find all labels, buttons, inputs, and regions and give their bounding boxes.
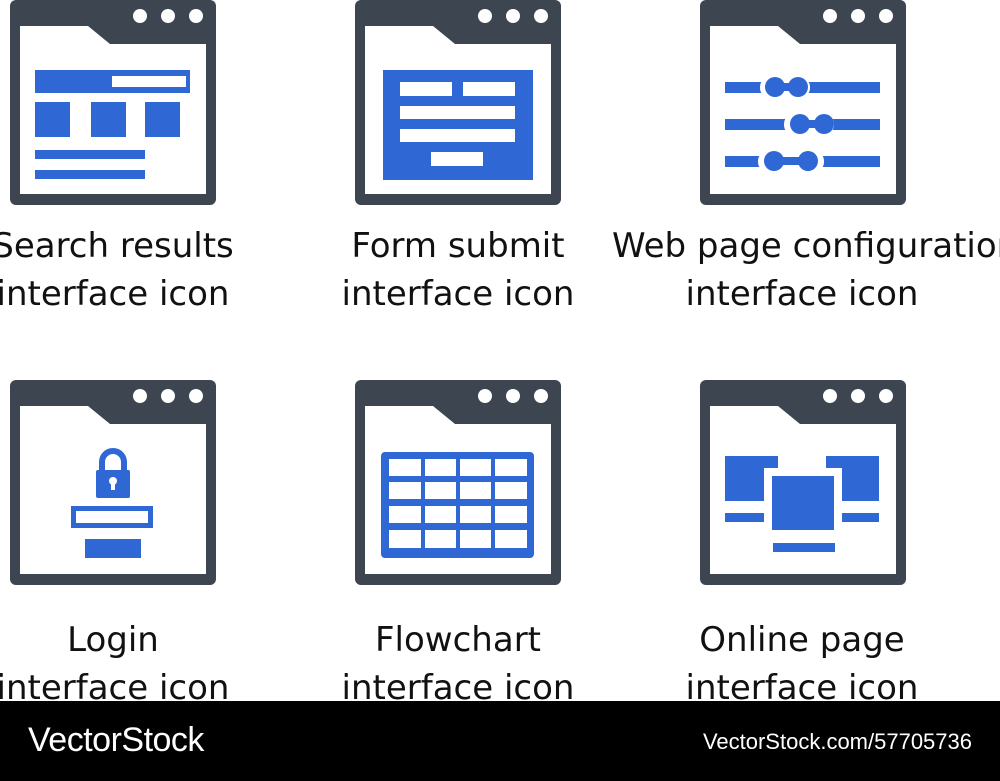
- caption-line1: Online page: [699, 620, 905, 660]
- caption-flowchart: Flowchart interface icon: [268, 616, 648, 712]
- web-page-configuration-icon: [700, 0, 906, 205]
- image-id: VectorStock.com/57705736: [702, 729, 972, 754]
- caption-line2: interface icon: [685, 274, 919, 314]
- caption-login: Login interface icon: [0, 616, 303, 712]
- caption-line1: Search results: [0, 226, 234, 266]
- caption-form-submit: Form submit interface icon: [268, 222, 648, 318]
- watermark-bar: VectorStock VectorStock.com/57705736: [0, 701, 1000, 781]
- brand-logo: VectorStock: [28, 721, 204, 759]
- search-results-icon: [10, 0, 216, 205]
- login-icon: [10, 380, 216, 585]
- caption-line1: Flowchart: [375, 620, 541, 660]
- caption-line2: interface icon: [0, 274, 230, 314]
- caption-web-page-configuration: Web page configuration interface icon: [612, 222, 1000, 318]
- caption-line1: Web page configuration: [612, 226, 1000, 266]
- online-page-icon: [700, 380, 906, 585]
- caption-online-page: Online page interface icon: [612, 616, 992, 712]
- caption-line2: interface icon: [341, 274, 575, 314]
- flowchart-icon: [355, 380, 561, 585]
- caption-line1: Form submit: [351, 226, 565, 266]
- caption-line1: Login: [67, 620, 159, 660]
- form-submit-icon: [355, 0, 561, 205]
- caption-search-results: Search results interface icon: [0, 222, 303, 318]
